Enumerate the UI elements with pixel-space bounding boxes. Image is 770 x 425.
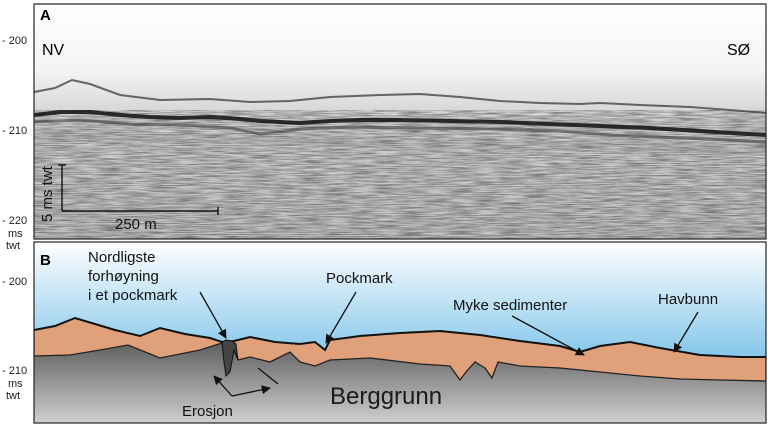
scale-bar (58, 164, 219, 215)
seafloor-reflector (34, 110, 766, 137)
depth-unit-twt-b: twt (6, 390, 20, 402)
arrow-myke-sedimenter (511, 315, 585, 356)
arrow-havbunn (673, 311, 699, 353)
panel-b-frame (33, 241, 767, 424)
seismic-noise-texture (34, 110, 766, 239)
scale-vertical-label: 5 ms twt (39, 165, 56, 222)
panel-b: B - 200 - 210 ms twt Nordligste forhøyni… (2, 241, 767, 424)
depth-tick-220: - 220 (2, 215, 27, 227)
pockmark-rise (221, 339, 239, 378)
subsurface-streak (34, 130, 766, 155)
depth-tick-200-b: - 200 (2, 276, 27, 288)
label-berggrunn: Berggrunn (330, 383, 442, 410)
label-havbunn: Havbunn (658, 291, 718, 308)
label-nordligste-1: Nordligste (88, 249, 156, 266)
upper-reflector (34, 78, 766, 114)
arrow-erosjon-right (231, 385, 271, 397)
direction-so: SØ (727, 42, 750, 59)
panel-a-frame (33, 3, 767, 240)
erosion-mark (257, 367, 279, 385)
panel-a: A NV SØ - 200 - 210 - 220 ms twt 5 ms tw… (2, 3, 767, 252)
depth-unit-ms-b: ms (8, 378, 23, 390)
label-pockmark: Pockmark (326, 270, 393, 287)
panel-a-label: A (40, 7, 51, 24)
seafloor-line (34, 316, 766, 358)
arrow-erosjon-left (213, 375, 233, 397)
label-nordligste-2: forhøyning (88, 268, 159, 285)
seafloor-reflector-shadow (34, 118, 766, 144)
label-myke-sedimenter: Myke sedimenter (453, 297, 567, 314)
label-nordligste-3: i et pockmark (88, 287, 178, 304)
scale-horizontal-label: 250 m (115, 216, 157, 233)
direction-nv: NV (42, 42, 65, 59)
depth-unit-ms: ms (8, 228, 23, 240)
depth-tick-210: - 210 (2, 125, 27, 137)
arrow-pockmark (325, 291, 357, 344)
panel-b-label: B (40, 252, 51, 269)
bedrock-layer (34, 343, 766, 423)
depth-tick-210-b: - 210 (2, 365, 27, 377)
depth-tick-200: - 200 (2, 35, 27, 47)
label-erosjon: Erosjon (182, 403, 233, 420)
depth-unit-twt: twt (6, 240, 20, 252)
arrow-nordligste (199, 291, 227, 339)
